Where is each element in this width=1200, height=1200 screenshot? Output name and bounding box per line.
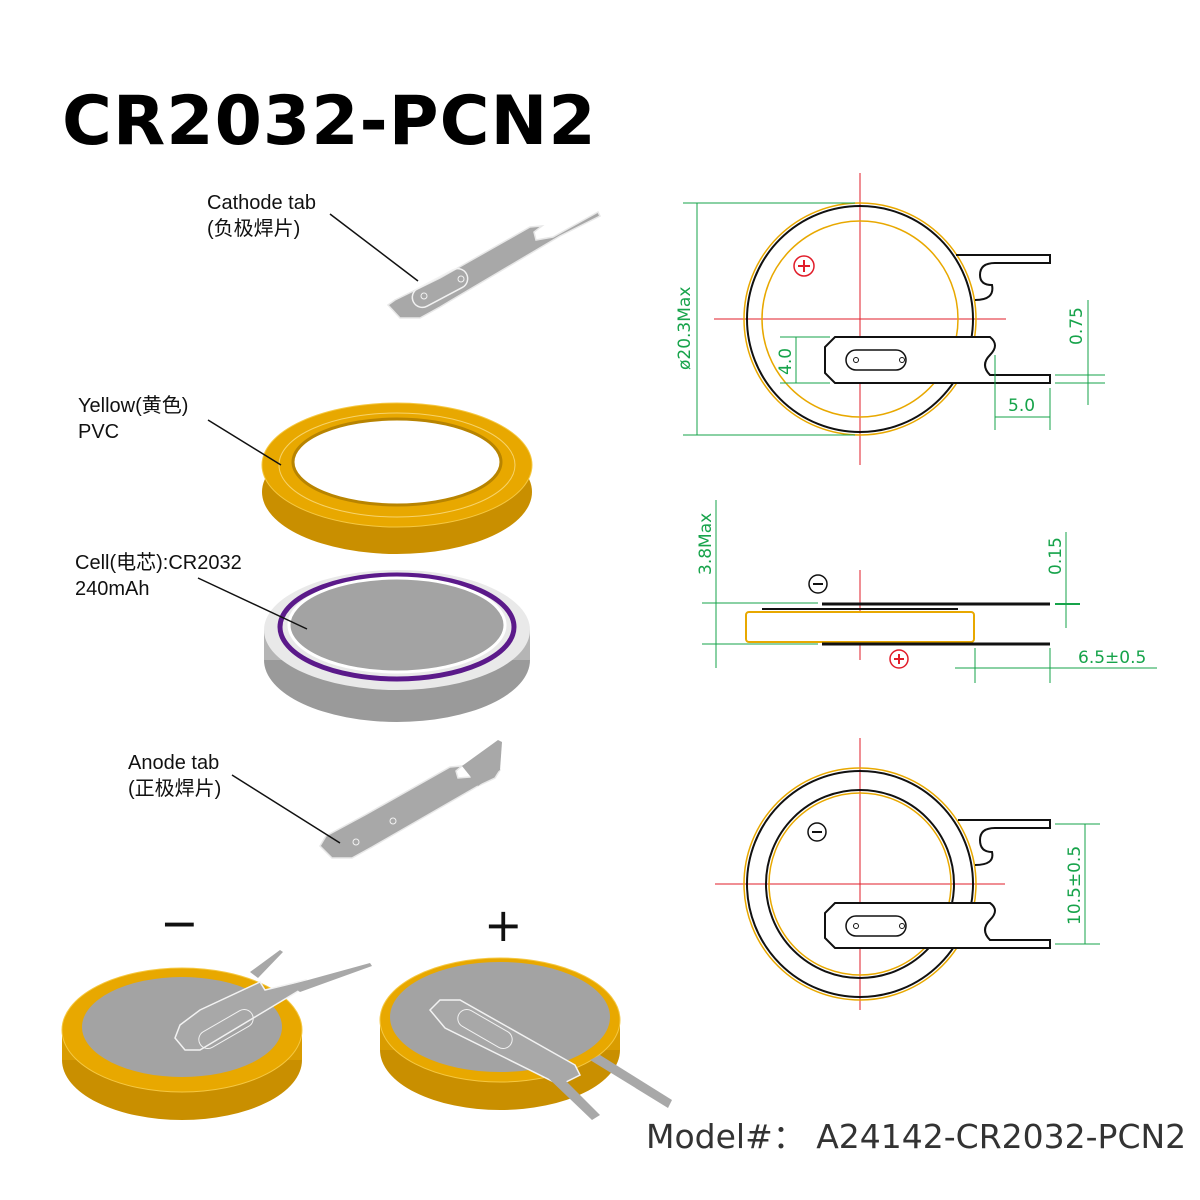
anode-tab-label: Anode tab (正极焊片): [128, 752, 222, 800]
negative-sign: −: [160, 896, 199, 950]
assembled-negative-view: [61, 950, 372, 1120]
pvc-ring-label: Yellow(黄色) PVC: [78, 395, 189, 443]
positive-sign: +: [484, 898, 523, 952]
anode-tab-shape: [231, 740, 502, 859]
svg-text:0.15: 0.15: [1046, 537, 1066, 575]
pvc-ring-shape: [207, 402, 533, 554]
svg-text:5.0: 5.0: [1008, 396, 1035, 416]
assembled-positive-view: [379, 957, 672, 1120]
top-view-drawing: ø20.3Max 4.0 0.75 5.0: [675, 173, 1105, 465]
cell-label: Cell(电芯):CR2032 240mAh: [75, 552, 242, 600]
model-number: Model#： A24142-CR2032-PCN2: [646, 1117, 1187, 1156]
product-title: CR2032-PCN2: [62, 82, 597, 161]
svg-text:3.8Max: 3.8Max: [696, 513, 716, 575]
side-view-drawing: 3.8Max 0.15 6.5±0.5: [696, 500, 1157, 683]
cathode-tab-label: Cathode tab (负极焊片): [207, 192, 316, 240]
cathode-tab-shape: [329, 210, 602, 319]
svg-text:ø20.3Max: ø20.3Max: [675, 287, 695, 370]
svg-text:10.5±0.5: 10.5±0.5: [1065, 846, 1085, 925]
cell-shape: [197, 570, 530, 722]
svg-text:4.0: 4.0: [776, 348, 796, 375]
svg-text:6.5±0.5: 6.5±0.5: [1078, 648, 1146, 668]
bottom-view-drawing: 10.5±0.5: [715, 738, 1100, 1010]
svg-text:0.75: 0.75: [1067, 307, 1087, 345]
